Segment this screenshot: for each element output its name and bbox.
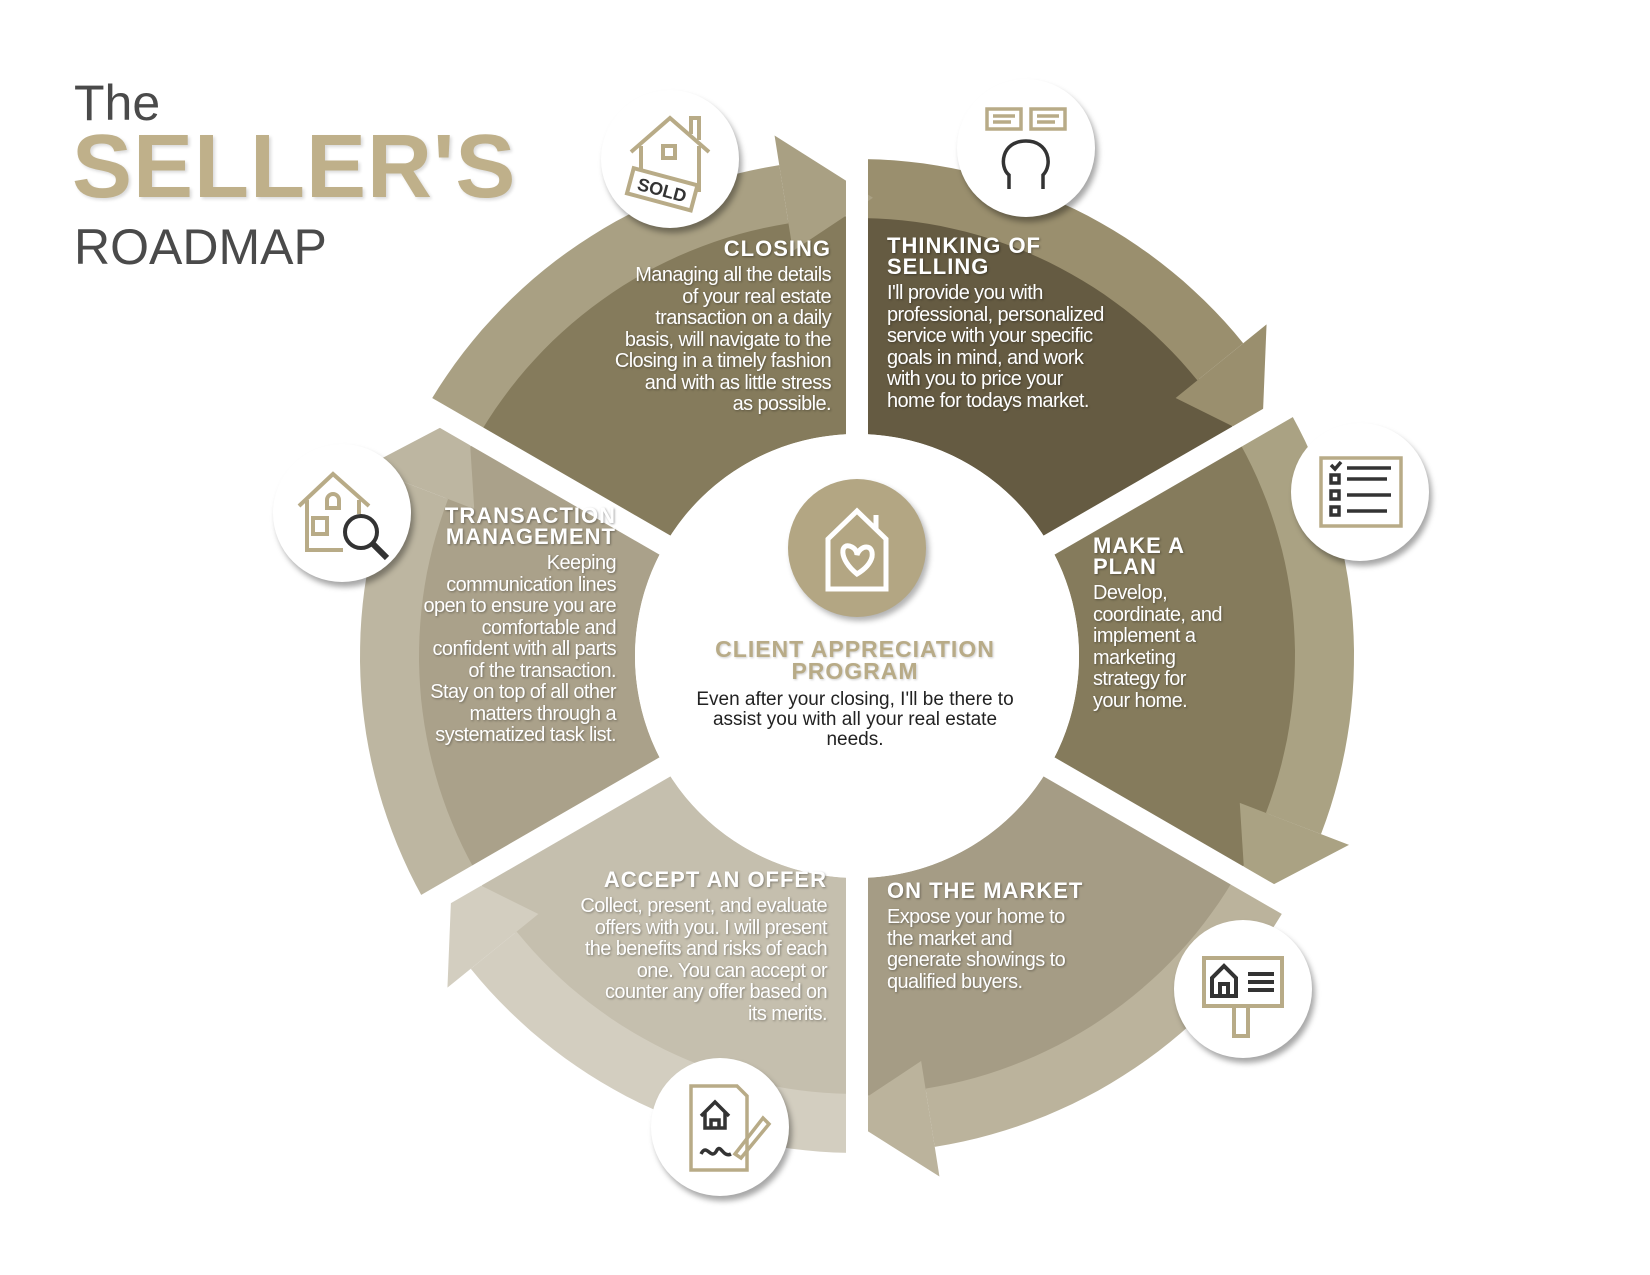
step-title: CLOSING [723,236,831,261]
segment-thinking-of-selling [857,159,1267,545]
checklist-icon [1291,423,1429,561]
house-sign-icon [1174,920,1312,1058]
center-title: CLIENT APPRECIATION PROGRAM [715,636,995,684]
sold-house-icon: SOLD [601,90,739,228]
segment-closing [431,135,874,545]
step-closing: CLOSING Managing all the details of your… [614,236,832,416]
step-title: TRANSACTION MANAGEMENT [444,503,616,549]
step-title: MAKE A PLAN [1093,533,1185,579]
step-body: Collect, present, and evaluate offers wi… [580,895,827,1025]
title-roadmap: ROADMAP [74,219,327,275]
segment-arrowhead [365,413,475,510]
segment-arrowhead [1175,324,1267,441]
house-heart-icon [788,479,926,617]
step-title: THINKING OF SELLING [887,233,1041,279]
step-body: Develop, coordinate, and implement a mar… [1093,582,1222,712]
segment-body [1049,436,1297,876]
segment-body [417,436,665,876]
center-body: Even after your closing, I'll be there t… [696,689,1014,750]
segment-body [857,216,1239,545]
thinking-head-icon [957,79,1095,217]
client-appreciation-program: CLIENT APPRECIATION PROGRAM Even after y… [655,638,1055,750]
segment-body [475,216,857,545]
segment-arrowhead [774,135,874,252]
step-accept-an-offer: ACCEPT AN OFFER Collect, present, and ev… [580,869,827,1025]
signed-contract-icon [651,1058,789,1196]
segment-arrowhead [1239,802,1349,899]
step-title: ACCEPT AN OFFER [603,867,827,892]
segment-arrowhead [840,1060,940,1177]
segment-arrowhead [447,871,539,988]
step-transaction-management: TRANSACTION MANAGEMENT Keeping communica… [423,505,616,747]
segment-arrow-band [431,165,789,431]
title-the: The [74,75,161,131]
segment-arrow-band [360,477,474,897]
segment-body [475,767,857,1096]
step-body: Keeping communication lines open to ensu… [423,552,616,746]
title-sellers: SELLER'S [72,117,517,217]
step-make-a-plan: MAKE A PLAN Develop, coordinate, and imp… [1093,535,1222,712]
segment-transaction-management [360,413,665,897]
step-on-the-market: ON THE MARKET Expose your home to the ma… [887,880,1083,993]
step-title: ON THE MARKET [887,878,1084,903]
center-hub [635,434,1079,878]
segment-arrow-band [864,159,1244,381]
step-body: Expose your home to the market and gener… [887,906,1066,993]
step-body: I'll provide you with professional, pers… [887,282,1104,412]
step-body: Managing all the details of your real es… [614,264,832,415]
house-search-icon [273,444,411,582]
step-thinking-of-selling: THINKING OF SELLING I'll provide you wit… [887,235,1104,412]
segment-body [857,767,1239,1096]
